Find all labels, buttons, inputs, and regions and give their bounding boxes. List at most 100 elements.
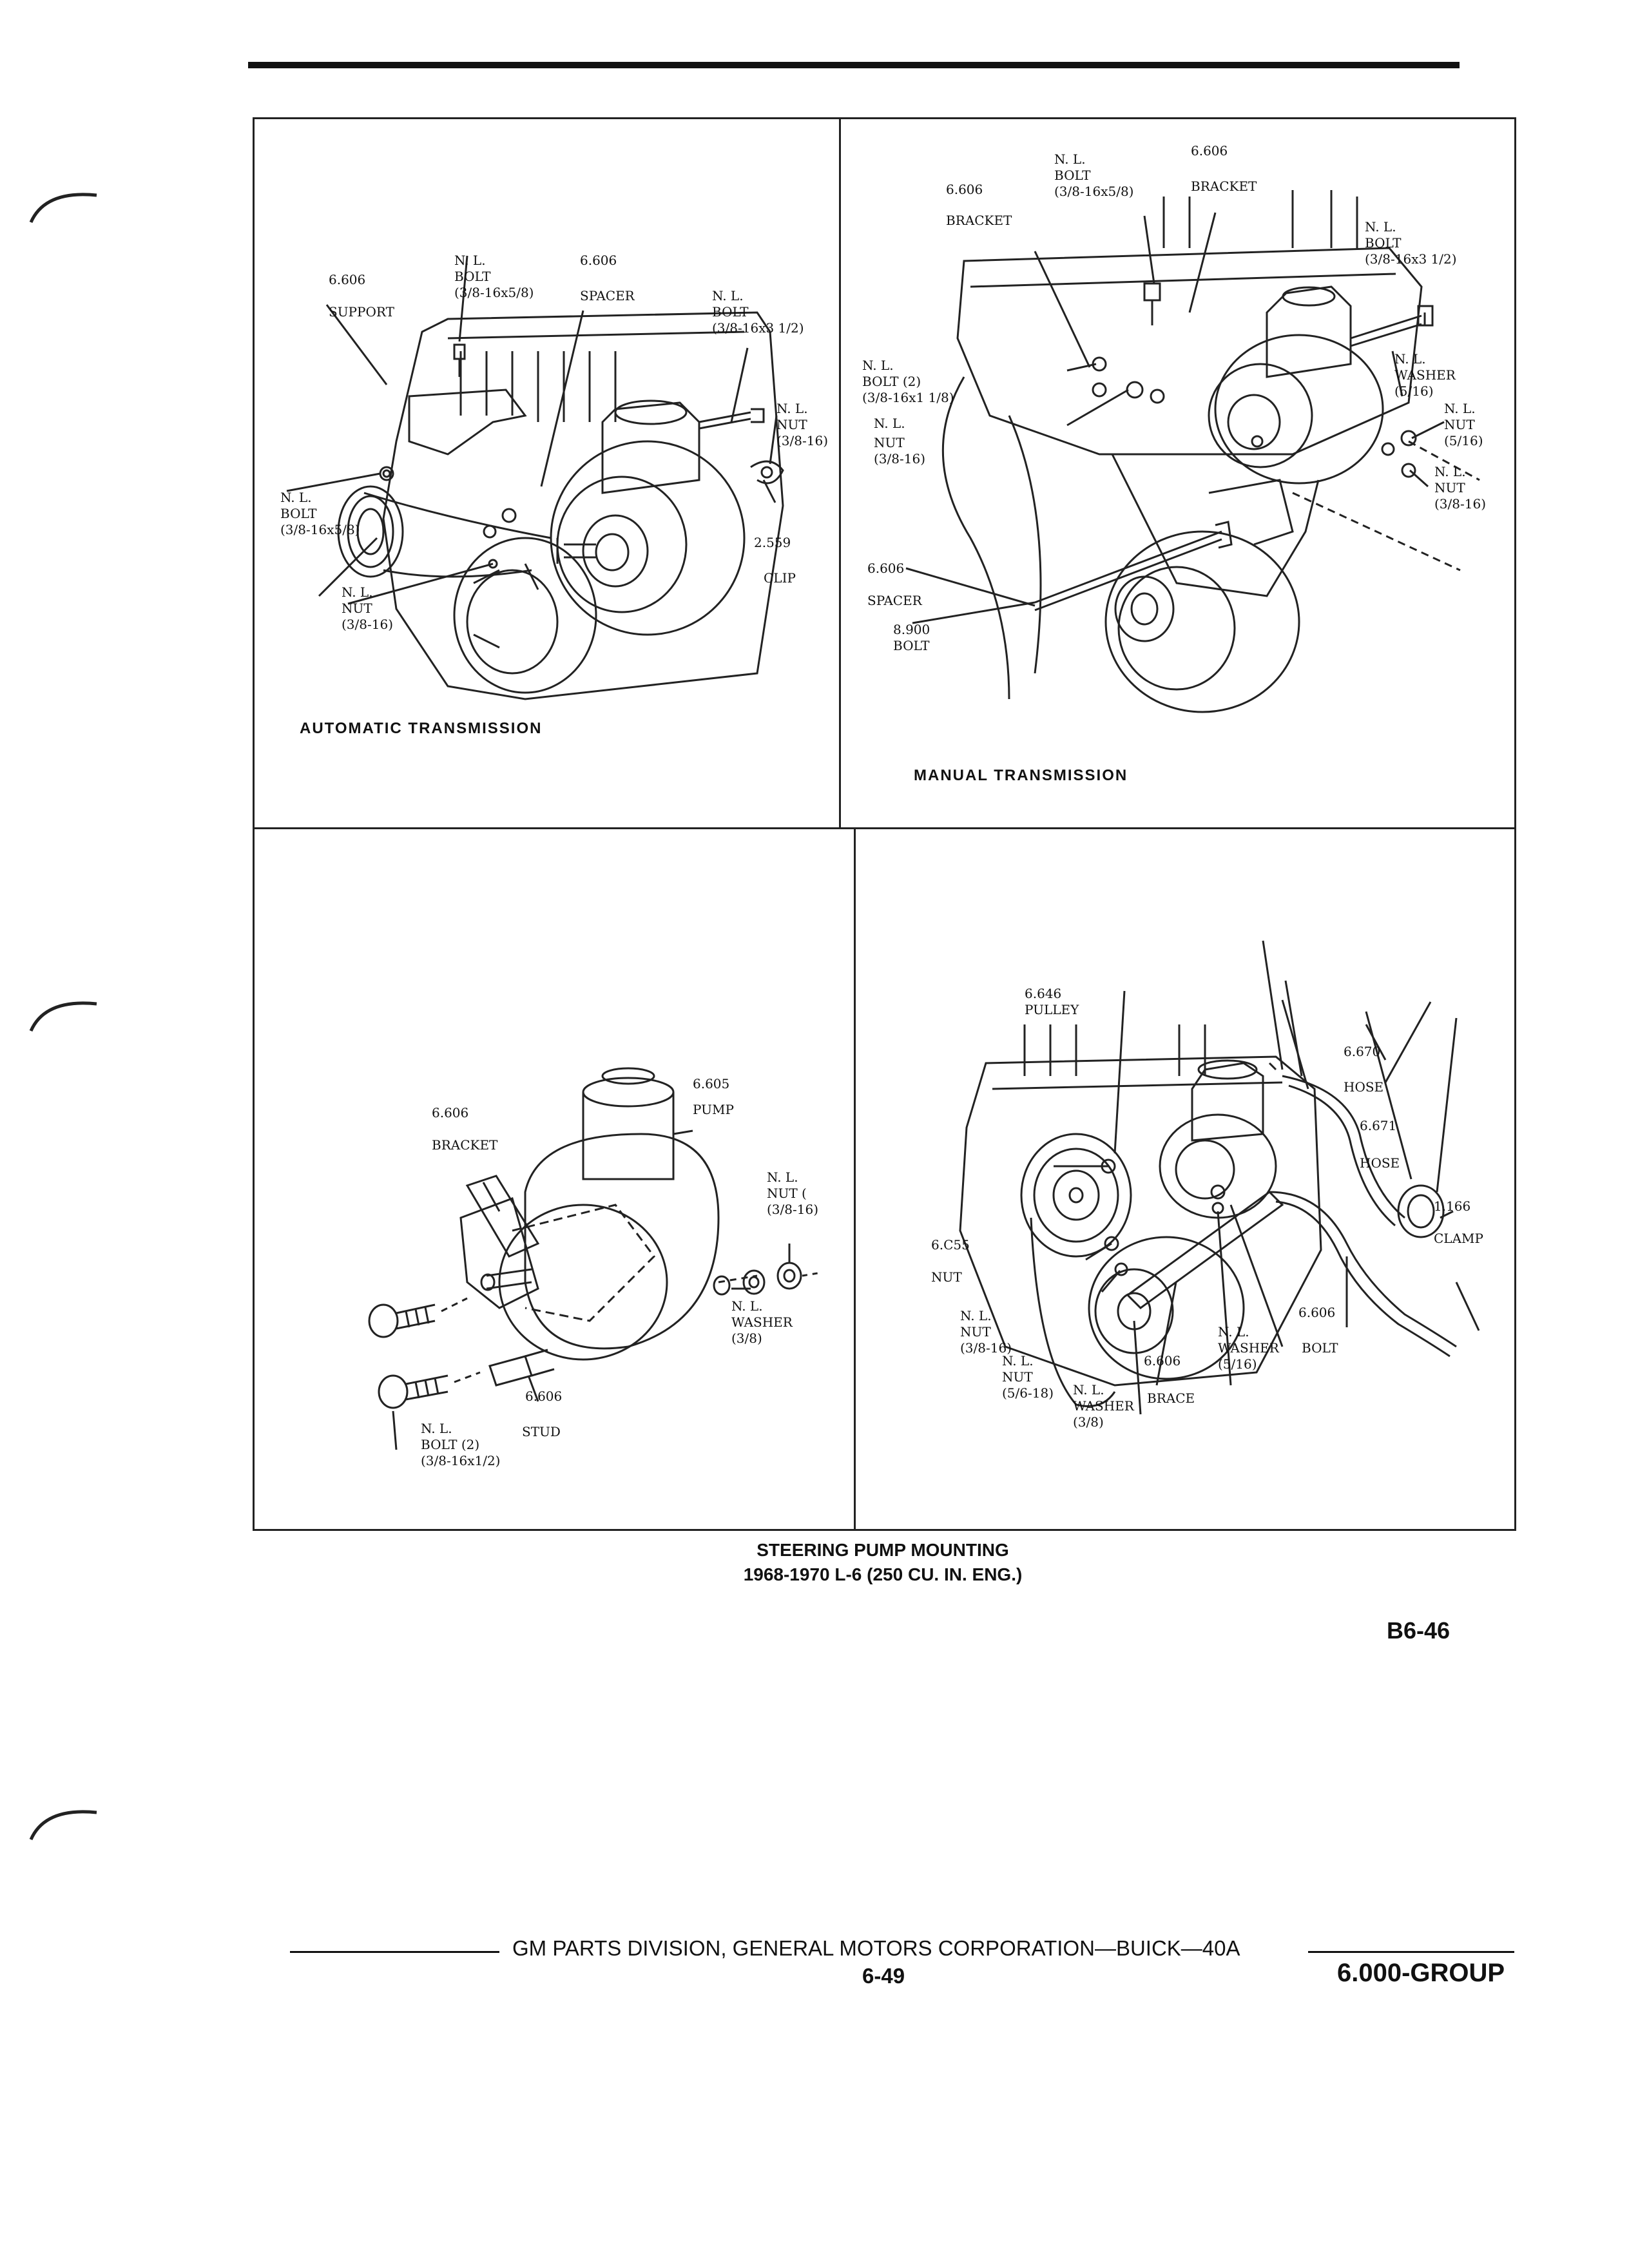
label-washer-nl: N. L. — [1394, 351, 1426, 367]
panel-pump-exploded: 6.605 PUMP 6.606 BRACKET N. L. NUT ( (3/… — [255, 831, 853, 1526]
label-bracket-num: 6.606 — [432, 1105, 469, 1120]
label-bolt-top-size: (3/8-16x5/8) — [1054, 184, 1134, 199]
label-nut-right-nl: N. L. — [776, 401, 808, 416]
label-nut38-name: NUT — [960, 1324, 991, 1340]
label-stud-name: STUD — [522, 1424, 561, 1439]
frame-divider-top — [839, 117, 841, 827]
label-nut38-nl: N. L. — [1434, 464, 1466, 479]
label-bolt-long-size: (3/8-16x3 1/2) — [1365, 251, 1457, 267]
footer-group: 6.000-GROUP — [1337, 1959, 1505, 1987]
label-nut516-name: NUT — [1444, 417, 1475, 432]
label-bolt-name: BOLT (2) — [421, 1437, 480, 1452]
manual-transmission-illustration — [905, 190, 1480, 713]
label-bolt-top-name: BOLT — [454, 269, 491, 284]
label-bolt-long-nl: N. L. — [712, 288, 744, 303]
label-washer38-nl: N. L. — [1073, 1382, 1104, 1398]
label-brace-num: 6.606 — [1144, 1353, 1181, 1369]
panel-automatic-transmission: 6.606 SUPPORT N. L. BOLT (3/8-16x5/8) 6.… — [255, 119, 838, 826]
label-nut-l-size: (3/8-16) — [874, 451, 925, 466]
label-nut-name: NUT — [931, 1269, 962, 1285]
label-washer38-size: (3/8) — [1073, 1414, 1104, 1430]
label-washer516-nl: N. L. — [1218, 1324, 1249, 1340]
label-hose2-num: 6.671 — [1360, 1118, 1397, 1133]
label-nut-left-size: (3/8-16) — [342, 617, 393, 632]
label-nut-left-nl: N. L. — [342, 584, 373, 600]
label-bolt-left-nl: N. L. — [280, 490, 312, 505]
label-hose1-num: 6.670 — [1344, 1044, 1381, 1059]
label-washer516-name: WASHER — [1218, 1340, 1279, 1356]
label-washer-size: (3/8) — [731, 1331, 762, 1346]
label-bracket-l-num: 6.606 — [946, 182, 983, 197]
label-nut38-name: NUT — [1434, 480, 1465, 495]
label-washer-nl: N. L. — [731, 1298, 763, 1314]
label-nut-left-name: NUT — [342, 601, 372, 616]
label-clip-name: CLIP — [764, 570, 796, 586]
caption-automatic-transmission: AUTOMATIC TRANSMISSION — [300, 720, 543, 737]
footer-rule-right — [1308, 1951, 1514, 1953]
label-bolt-long-size: (3/8-16x3 1/2) — [712, 320, 804, 336]
label-nut516-size: (5/6-18) — [1002, 1385, 1054, 1401]
label-spacer-num: 6.606 — [580, 253, 617, 268]
label-nut-right-name: NUT — [776, 417, 807, 432]
pulley-hoses-illustration — [959, 940, 1480, 1415]
label-clip-num: 2.559 — [754, 535, 791, 550]
frame-divider-middle — [253, 827, 1514, 829]
label-pulley-name: PULLEY — [1025, 1002, 1079, 1017]
label-washer-name: WASHER — [731, 1314, 793, 1330]
label-bolt-num: 8.900 — [893, 622, 930, 637]
label-spacer-name: SPACER — [867, 593, 922, 608]
footer-rule-left — [290, 1951, 499, 1953]
label-nut38-size: (3/8-16) — [1434, 496, 1486, 512]
label-bolt2-name: BOLT (2) — [862, 374, 921, 389]
label-nut516-nl: N. L. — [1444, 401, 1476, 416]
label-washer38-name: WASHER — [1073, 1398, 1134, 1414]
label-bolt-name: BOLT — [1302, 1340, 1338, 1356]
label-bolt-left-name: BOLT — [280, 506, 317, 521]
label-pump-num: 6.605 — [693, 1076, 730, 1091]
label-washer-name: WASHER — [1394, 367, 1456, 383]
label-spacer-num: 6.606 — [867, 561, 905, 576]
label-nut38-size: (3/8-16) — [960, 1340, 1012, 1356]
label-bolt-top-name: BOLT — [1054, 168, 1091, 183]
label-nut38-nl: N. L. — [960, 1308, 992, 1323]
label-support-name: SUPPORT — [329, 304, 394, 320]
footer-publisher: GM PARTS DIVISION, GENERAL MOTORS CORPOR… — [512, 1936, 1240, 1960]
label-bolt-left-size: (3/8-16x5/8) — [280, 522, 360, 537]
label-nut-right-size: (3/8-16) — [776, 433, 828, 448]
automatic-transmission-illustration — [286, 255, 784, 700]
label-bracket-name: BRACKET — [432, 1137, 498, 1153]
label-bolt-long-nl: N. L. — [1365, 219, 1396, 235]
figure-frame — [253, 117, 1516, 1531]
label-bolt-num: 6.606 — [1298, 1305, 1336, 1320]
reference-code: B6-46 — [1387, 1617, 1451, 1644]
label-nut-l-nl: N. L. — [874, 416, 905, 431]
figure-title-line1: STEERING PUMP MOUNTING — [757, 1540, 1009, 1560]
label-bolt-long-name: BOLT — [1365, 235, 1402, 251]
label-bracket-r-num: 6.606 — [1191, 143, 1228, 159]
label-pump-name: PUMP — [693, 1102, 734, 1117]
label-bolt-size: (3/8-16x1/2) — [421, 1453, 501, 1468]
label-washer-size: (5/16) — [1394, 383, 1434, 399]
figure-title-line2: 1968-1970 L-6 (250 CU. IN. ENG.) — [743, 1564, 1023, 1584]
label-stud-num: 6.606 — [525, 1389, 563, 1404]
label-nut-l-name: NUT — [874, 435, 905, 450]
label-nut-nl: N. L. — [767, 1169, 798, 1185]
label-bracket-l-name: BRACKET — [946, 213, 1012, 228]
label-nut-name: NUT ( — [767, 1186, 807, 1201]
label-brace-name: BRACE — [1147, 1390, 1195, 1406]
caption-manual-transmission: MANUAL TRANSMISSION — [914, 767, 1128, 784]
label-nut-size: (3/8-16) — [767, 1202, 818, 1217]
binder-mark-1 — [29, 193, 97, 224]
label-bracket-r-name: BRACKET — [1191, 178, 1257, 194]
footer-page-number: 6-49 — [862, 1964, 905, 1988]
label-washer516-size: (5/16) — [1218, 1356, 1257, 1372]
label-nut516-name: NUT — [1002, 1369, 1033, 1385]
label-pulley-num: 6.646 — [1025, 986, 1062, 1001]
label-clamp-num: 1.166 — [1434, 1198, 1471, 1214]
panel-pulley-hoses: 6.646 PULLEY 6.670 HOSE 6.671 HOSE 1.166… — [857, 831, 1512, 1526]
label-bolt2-nl: N. L. — [862, 358, 894, 373]
label-spacer-name: SPACER — [580, 288, 635, 303]
label-bolt-nl: N. L. — [421, 1421, 452, 1436]
header-rule — [248, 62, 1460, 68]
label-bolt-long-name: BOLT — [712, 304, 749, 320]
